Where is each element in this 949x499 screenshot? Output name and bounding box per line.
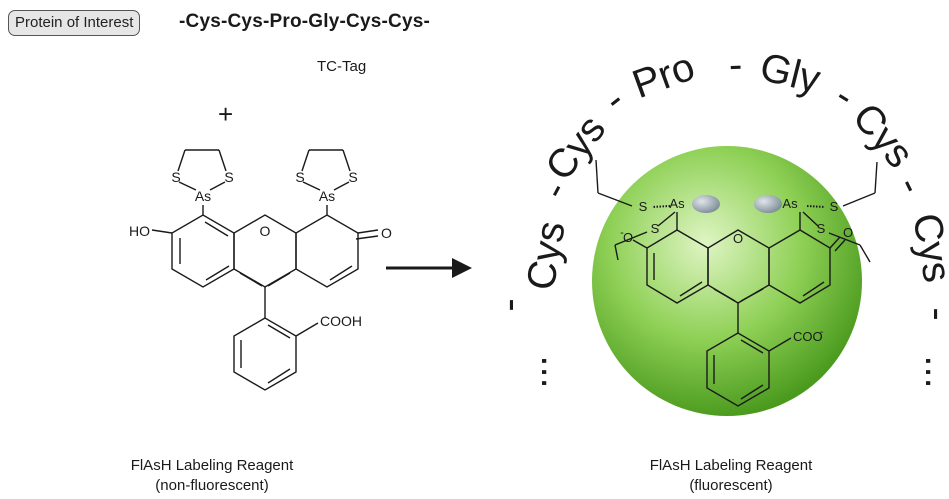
carboxylate-label: COO bbox=[793, 329, 823, 344]
caption-left: FlAsH Labeling Reagent (non-fluorescent) bbox=[82, 456, 342, 496]
left-aromatic-ring bbox=[171, 214, 235, 288]
right-ring-oxygen: O bbox=[733, 231, 743, 246]
right-oxide-charge: - bbox=[620, 227, 624, 239]
left-sulfur-1: S bbox=[171, 169, 180, 185]
arc-dash-5: - bbox=[888, 170, 933, 201]
protein-of-interest-box: Protein of Interest bbox=[8, 10, 141, 36]
hydroxyl-label: HO bbox=[129, 223, 150, 239]
right-atom-labels: O As As S S S S O - O COO - bbox=[620, 196, 853, 344]
arc-dots-left: ... bbox=[533, 355, 577, 388]
ketone-oxygen-label: O bbox=[381, 225, 392, 241]
right-sulfur-3: S bbox=[830, 199, 839, 214]
benzoic-ring bbox=[233, 317, 297, 391]
caption-left-subtitle: (non-fluorescent) bbox=[155, 477, 269, 494]
fluorescent-sphere bbox=[592, 146, 862, 416]
arc-gly: Gly bbox=[756, 45, 825, 102]
right-sulfur-2: S bbox=[651, 221, 660, 236]
left-sulfur-2: S bbox=[224, 169, 233, 185]
arc-pro: Pro bbox=[627, 44, 701, 107]
arc-cys-2: Cys bbox=[537, 107, 614, 188]
flash-reagent-left bbox=[151, 149, 379, 391]
arsenic-blob-right bbox=[754, 195, 782, 213]
carboxylate-charge: - bbox=[820, 327, 823, 338]
flash-reagent-right bbox=[595, 159, 878, 407]
caption-right-subtitle: (fluorescent) bbox=[689, 477, 773, 494]
tc-tag-sequence: -Cys-Cys-Pro-Gly-Cys-Cys- bbox=[179, 11, 431, 32]
reaction-arrow bbox=[386, 258, 472, 278]
arc-dash-3: - bbox=[728, 43, 743, 87]
arc-dash-2: - bbox=[595, 78, 633, 121]
left-arsenic-2: As bbox=[319, 188, 335, 204]
caption-right: FlAsH Labeling Reagent (fluorescent) bbox=[601, 456, 861, 496]
left-ring-oxygen: O bbox=[260, 223, 271, 239]
caption-right-title: FlAsH Labeling Reagent bbox=[649, 457, 813, 474]
right-sulfur-1: S bbox=[639, 199, 648, 214]
arc-cys-1: Cys bbox=[519, 218, 574, 293]
right-sulfur-4: S bbox=[817, 221, 826, 236]
right-arsenic-2: As bbox=[782, 196, 798, 211]
right-ketone-oxygen: O bbox=[843, 225, 853, 240]
tc-tag-label: TC-Tag bbox=[317, 58, 367, 75]
arc-dash-0: - bbox=[487, 298, 531, 311]
right-oxide-oxygen: O bbox=[623, 230, 633, 245]
left-sulfur-3: S bbox=[295, 169, 304, 185]
carboxyl-label: COOH bbox=[320, 313, 362, 329]
arc-dots-right: ... bbox=[917, 355, 949, 388]
arc-cys-4: Cys bbox=[904, 210, 949, 285]
arsenic-blob-left bbox=[692, 195, 720, 213]
arc-dash-6: - bbox=[916, 307, 949, 320]
left-atom-labels: O HO O As As S S S S COOH bbox=[129, 169, 392, 329]
caption-left-title: FlAsH Labeling Reagent bbox=[130, 457, 294, 474]
right-arsenic-1: As bbox=[669, 196, 685, 211]
plus-sign: + bbox=[218, 99, 234, 129]
left-sulfur-4: S bbox=[348, 169, 357, 185]
right-quinoid-ring bbox=[295, 214, 359, 288]
arc-cys-3: Cys bbox=[844, 95, 922, 176]
left-arsenic-1: As bbox=[195, 188, 211, 204]
